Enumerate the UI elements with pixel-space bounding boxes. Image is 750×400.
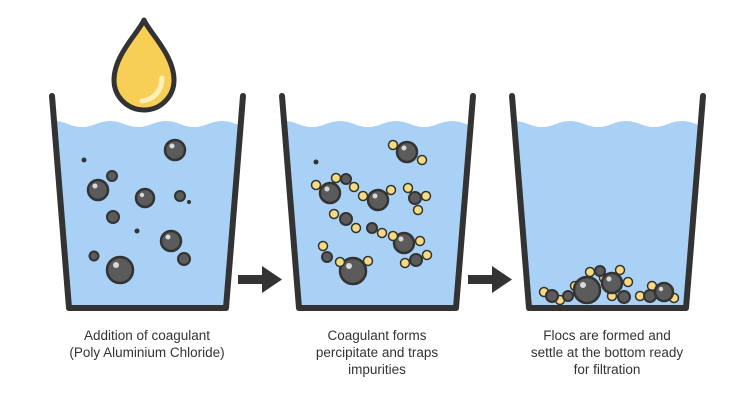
impurity-particle-icon: [105, 255, 135, 285]
impurity-particle-icon: [340, 173, 352, 185]
impurity-particle-icon: [408, 191, 422, 205]
coagulant-particle-icon: [387, 230, 433, 269]
coagulant-particle-icon: [317, 240, 374, 268]
impurity-particle-icon: [366, 188, 390, 212]
beaker-icon: [49, 93, 246, 311]
impurity-particle-icon: [106, 170, 118, 182]
caption-line: for filtration: [573, 362, 641, 377]
impurity-particle-icon: [174, 190, 186, 202]
caption-line: (Poly Aluminium Chloride): [69, 345, 225, 360]
impurity-particle-icon: [163, 138, 187, 162]
impurity-particle-icon: [177, 252, 191, 266]
coagulant-particle-icon: [328, 208, 388, 239]
impurity-particle-icon: [318, 181, 342, 205]
impurity-particle-icon: [366, 222, 378, 234]
impurity-particle-icon: [338, 256, 368, 286]
caption-flocs: Flocs are formed and settle at the botto…: [502, 327, 712, 378]
impurity-particle-icon: [134, 187, 156, 209]
impurity-particle-icon: [409, 253, 423, 267]
caption-line: Coagulant forms: [327, 328, 427, 343]
impurity-particle-icon: [106, 210, 120, 224]
caption-line: Flocs are formed and: [543, 328, 671, 343]
step-precipitate: [279, 93, 476, 311]
caption-line: settle at the bottom ready: [530, 345, 684, 360]
impurity-particle-icon: [88, 250, 100, 262]
coagulant-particle-icon: [310, 172, 360, 193]
coagulant-particle-icon: [402, 182, 432, 216]
coagulant-particle-icon: [357, 184, 397, 202]
impurity-particle-icon: [545, 265, 675, 305]
beaker-icon: [279, 93, 476, 311]
step-flocs: [509, 93, 706, 311]
impurity-particle-icon: [395, 140, 419, 164]
caption-addition: Addition of coagulant (Poly Aluminium Ch…: [42, 327, 252, 361]
impurity-particle-icon: [392, 231, 416, 255]
floc-icon: [538, 264, 680, 306]
impurity-particles: [81, 138, 191, 285]
caption-line: impurities: [348, 362, 406, 377]
right-arrow-icon: [238, 266, 282, 293]
trapped-impurities: [310, 139, 433, 286]
coagulant-particle-icon: [387, 139, 428, 166]
beaker-icon: [509, 93, 706, 311]
caption-precipitate: Coagulant forms percipitate and traps im…: [272, 327, 482, 378]
caption-line: percipitate and traps: [315, 345, 439, 360]
caption-line: Addition of coagulant: [83, 328, 211, 343]
coagulant-drop-icon: [111, 17, 177, 113]
step-addition: [49, 17, 246, 311]
impurity-particle-icon: [321, 251, 333, 263]
impurity-particle-icon: [86, 178, 110, 202]
impurity-particle-icon: [339, 212, 353, 226]
impurity-particle-icon: [159, 229, 183, 253]
right-arrow-icon: [468, 266, 512, 293]
